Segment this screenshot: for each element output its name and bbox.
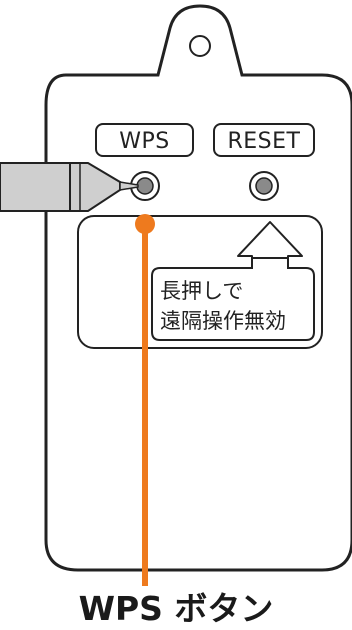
wps-label: WPS xyxy=(119,129,169,154)
callout-box xyxy=(151,257,315,341)
wps-button[interactable] xyxy=(136,177,154,195)
callout-text-line2: 遠隔操作無効 xyxy=(160,309,286,333)
reset-label-box xyxy=(213,123,315,157)
reset-label: RESET xyxy=(228,129,301,154)
leader-dot xyxy=(135,214,155,234)
pointing-tool-icon xyxy=(0,162,139,212)
hanging-hole xyxy=(189,35,211,57)
callout-text-line1: 長押しで xyxy=(160,279,243,303)
caption: WPS ボタン xyxy=(79,589,274,628)
wps-label-box xyxy=(95,123,194,157)
reset-button[interactable] xyxy=(255,177,273,195)
